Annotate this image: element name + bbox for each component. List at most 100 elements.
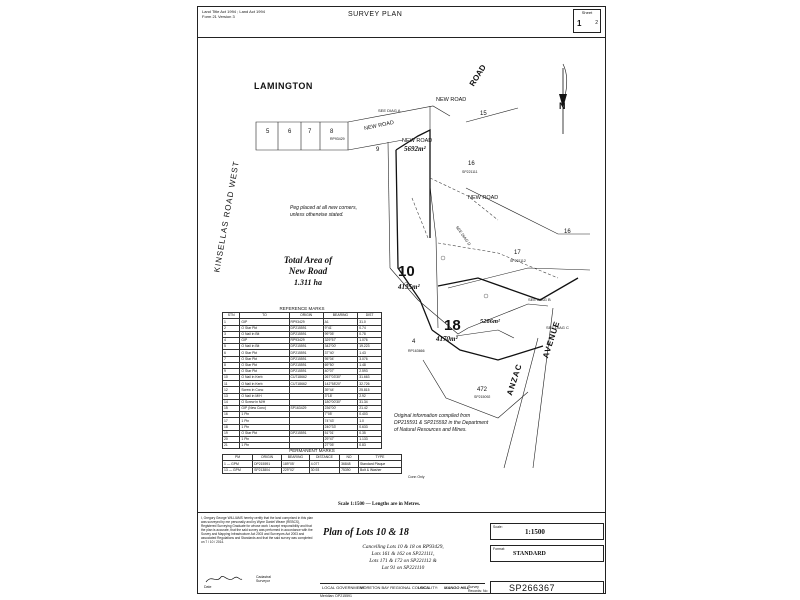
perm-marks-cell: Bolt & Washer xyxy=(357,466,403,474)
see-diag-a: SEE DIAG A xyxy=(378,108,401,113)
lot-10-area: 4195m² xyxy=(398,283,420,291)
plan-number-box: SP266367 xyxy=(490,581,604,594)
cancel-line-4: Lot 91 on SP221110 xyxy=(381,565,425,571)
road-lamington: LAMINGTON xyxy=(254,81,313,91)
perm-marks-title: PERMANENT MARKS xyxy=(289,448,335,454)
total-area-line-2: New Road xyxy=(288,266,328,276)
lot-16a: 16 xyxy=(468,161,475,167)
perm-marks-cell: 229°02' xyxy=(281,466,310,474)
perm-marks-cell: 13 — GPM xyxy=(221,466,254,474)
plan-ref-sp215092: SP215092 xyxy=(474,395,491,399)
lot-17: 17 xyxy=(514,250,521,256)
locality-label: LOCALITY: xyxy=(418,585,439,590)
lot-6: 6 xyxy=(288,129,292,135)
format-value: STANDARD xyxy=(513,551,546,557)
survey-records: Survey Records: No xyxy=(468,585,490,593)
lot-18-area: 4170m² xyxy=(436,335,458,343)
ref-marks-cell: 21 xyxy=(221,442,241,450)
north-arrowhead xyxy=(559,94,567,108)
cancel-line-1: Cancelling Lots 10 & 18 on RP93429, xyxy=(362,544,444,550)
lot-15: 15 xyxy=(480,111,487,117)
new-road-label-1: NEW ROAD xyxy=(436,97,467,103)
plan-of-lots-title: Plan of Lots 10 & 18 xyxy=(323,527,409,538)
cancel-line-2: Lots 161 & 162 on SP221111, xyxy=(371,551,435,557)
peg-note: Peg placed at all new corners, unless ot… xyxy=(290,205,357,219)
format-label: Format: xyxy=(493,547,506,551)
plan-ref-sp221111: SP221111 xyxy=(462,170,478,174)
meridian-value: DP215591 xyxy=(335,594,352,598)
orig-note-line-2: DP215591 & SP215592 in the Department xyxy=(394,420,489,426)
lot-7: 7 xyxy=(308,129,312,135)
sheet-number: 1 xyxy=(577,19,582,28)
act-reference: Land Title Act 1994 ; Land Act 1994 Form… xyxy=(202,9,265,19)
ref-marks-title: REFERENCE MARKS xyxy=(279,306,325,312)
original-info-note: Original information compiled from DP215… xyxy=(394,413,488,434)
total-area-value: 1.311 ha xyxy=(293,278,322,287)
lot-9: 9 xyxy=(376,147,380,153)
total-area-line-1: Total Area of xyxy=(283,255,333,265)
scale-label: Scale: xyxy=(493,525,503,529)
see-diag-b: SEE DIAG B xyxy=(528,297,551,302)
new-road-label-3: NEW ROAD xyxy=(402,138,433,144)
signature-area: Cadastral Surveyor Date xyxy=(204,573,271,589)
sheet-box: Sheet 1 2 xyxy=(573,9,601,33)
meridian-label: Meridian: xyxy=(320,594,335,598)
orig-note-line-1: Original information compiled from xyxy=(394,413,471,419)
see-diag-c: SEE DIAG C xyxy=(546,325,569,330)
surveyor-label: Cadastral Surveyor xyxy=(256,575,271,583)
plan-type-title: SURVEY PLAN xyxy=(348,11,403,18)
title-block: I, Gregory George WILLIAMS hereby certif… xyxy=(198,512,605,598)
lot-18: 18 xyxy=(444,317,461,334)
total-area-note: Total Area of New Road 1.311 ha xyxy=(270,255,346,288)
lot-4: 4 xyxy=(412,339,416,345)
local-gov-label: LOCAL GOVERNMENT: xyxy=(322,585,366,590)
survey-records-label: Survey Records: xyxy=(468,585,483,593)
new-road-label-4: NEW ROAD xyxy=(468,195,499,201)
orig-note-line-3: of Natural Resources and Mines. xyxy=(394,427,467,433)
plan-ref-rp93429: RP93429 xyxy=(330,137,345,141)
lot-5: 5 xyxy=(266,129,270,135)
plan-number: SP266367 xyxy=(509,583,556,593)
cancel-line-3: Lots 171 & 172 on SP221112 & xyxy=(369,558,437,564)
perm-marks-cell: 75390 xyxy=(339,466,359,474)
lot-472: 472 xyxy=(477,387,488,393)
new-road-area-2: 5286m² xyxy=(480,318,501,325)
surveyor-certificate: I, Gregory George WILLIAMS hereby certif… xyxy=(201,516,313,544)
conn-only-note: Conn Only xyxy=(408,475,425,479)
act-line-1: Land Title Act 1994 ; Land Act 1994 xyxy=(202,9,265,14)
meridian-row: Meridian: DP215591 xyxy=(320,594,352,598)
act-line-2: Form 21 Version 3 xyxy=(202,14,235,19)
scale-box: Scale: 1:1500 xyxy=(490,523,604,540)
plan-drawing xyxy=(255,63,591,469)
lot-8: 8 xyxy=(330,129,334,135)
peg-note-line-2: unless otherwise stated. xyxy=(290,212,344,218)
locality-row: LOCAL GOVERNMENT: MORETON BAY REGIONAL C… xyxy=(320,583,485,595)
lot-16b: 16 xyxy=(564,229,571,235)
locality-value: MANGO HILL xyxy=(444,585,470,590)
survey-records-value: No xyxy=(483,589,488,593)
date-label: Date xyxy=(204,585,212,589)
scale-statement: Scale 1:1500 — Lengths are in Metres. xyxy=(338,502,421,507)
plan-header: Land Title Act 1994 ; Land Act 1994 Form… xyxy=(198,7,605,38)
ref-marks-cell: 1 Pin xyxy=(239,442,290,450)
ref-marks-cell xyxy=(288,442,324,450)
scale-value: 1:1500 xyxy=(525,528,545,536)
sheet-total: 2 xyxy=(595,20,598,26)
plan-ref-rp163666: RP163666 xyxy=(408,349,425,353)
sheet-label: Sheet xyxy=(581,10,593,15)
perm-marks-cell: 30.93 xyxy=(308,466,341,474)
lot-10: 10 xyxy=(398,263,415,280)
ref-marks-cell: 0.83 xyxy=(357,442,382,450)
perm-marks-cell: SP213804 xyxy=(252,466,283,474)
format-box: Format: STANDARD xyxy=(490,545,604,562)
